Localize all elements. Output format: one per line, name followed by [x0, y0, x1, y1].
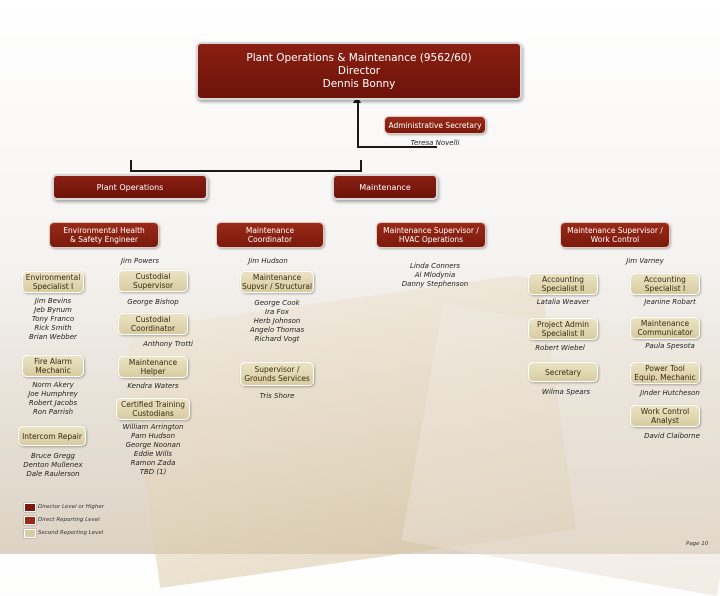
director-dept: Plant Operations & Maintenance (9562/60) [246, 52, 471, 65]
role-line2: Specialist I [645, 284, 686, 293]
role-line2: Analyst [651, 416, 679, 425]
role-line1: Maintenance [641, 319, 689, 328]
grounds-supervisor-box[interactable]: Supervisor / Grounds Services [240, 362, 314, 386]
legend-label: Director Level or Higher [38, 504, 104, 510]
page-number: Page 10 [686, 541, 708, 547]
staff-list: Paula Spesota [630, 342, 710, 351]
work-control-analyst-box[interactable]: Work Control Analyst [630, 405, 700, 427]
accounting-specialist-i-box[interactable]: Accounting Specialist I [630, 273, 700, 295]
staff-list: Robert Wiebel [520, 344, 600, 353]
legend-swatch [24, 503, 36, 512]
role-line2: Custodians [132, 409, 174, 418]
env-health-box[interactable]: Environmental Health & Safety Engineer [49, 222, 159, 248]
plant-operations-label: Plant Operations [97, 183, 164, 192]
hvac-box[interactable]: Maintenance Supervisor / HVAC Operations [376, 222, 486, 248]
role-line2: Grounds Services [244, 374, 310, 383]
director-box[interactable]: Plant Operations & Maintenance (9562/60)… [196, 42, 522, 100]
power-tool-mechanic-box[interactable]: Power Tool Equip. Mechanic [630, 362, 700, 384]
staff-list: David Claiborne [632, 432, 712, 441]
accounting-specialist-ii-box[interactable]: Accounting Specialist II [528, 273, 598, 295]
supervisor-name: Jim Varney [615, 257, 675, 266]
supervisor-name: Jim Powers [110, 257, 170, 266]
work-control-box[interactable]: Maintenance Supervisor / Work Control [560, 222, 670, 248]
role-line2: Specialist II [542, 329, 585, 338]
role-line2: Coordinator [131, 324, 175, 333]
maintenance-helper-box[interactable]: Maintenance Helper [118, 356, 188, 378]
legend-swatch [24, 529, 36, 538]
fire-alarm-mechanic-box[interactable]: Fire Alarm Mechanic [22, 355, 84, 377]
admin-secretary-box[interactable]: Administrative Secretary [384, 116, 486, 134]
legend-label: Direct Reporting Level [38, 517, 100, 523]
role-line2: Equip. Mechanic [634, 373, 695, 382]
admin-secretary-name: Teresa Novelli [384, 139, 486, 148]
maintenance-label: Maintenance [359, 183, 411, 192]
staff-list: Kendra Waters [113, 382, 193, 391]
environmental-specialist-box[interactable]: Environmental Specialist I [22, 271, 84, 293]
maintenance-box[interactable]: Maintenance [332, 174, 438, 200]
intercom-repair-box[interactable]: Intercom Repair [18, 426, 86, 446]
role-line1: Supervisor / [255, 365, 300, 374]
staff-list: Latalia Weaver [523, 298, 603, 307]
env-health-line2: & Safety Engineer [70, 235, 138, 244]
role-line1: Power Tool [645, 364, 685, 373]
connector [130, 170, 360, 172]
staff-list: Jinder Hutcheson [630, 389, 710, 398]
staff-list: Tris Shore [247, 392, 307, 401]
custodial-supervisor-box[interactable]: Custodial Supervisor [118, 270, 188, 292]
role-line2: Supervisor [133, 281, 173, 290]
role-line1: Certified Training [121, 400, 185, 409]
work-control-line2: Work Control [591, 235, 640, 244]
custodial-coordinator-box[interactable]: Custodial Coordinator [118, 313, 188, 335]
role-line1: Maintenance [253, 273, 301, 282]
role-line2: Specialist II [542, 284, 585, 293]
maint-coordinator-line1: Maintenance [246, 226, 294, 235]
hvac-staff: Linda Conners Al Mlodynia Danny Stephens… [390, 262, 480, 289]
role-line1: Maintenance [129, 358, 177, 367]
secretary-box[interactable]: Secretary [528, 362, 598, 382]
role-line2: Specialist I [33, 282, 74, 291]
hvac-line2: HVAC Operations [399, 235, 463, 244]
maint-coordinator-line2: Coordinator [248, 235, 292, 244]
role-line1: Secretary [545, 368, 581, 377]
role-line1: Intercom Repair [22, 432, 82, 441]
staff-list: Anthony Trotti [128, 340, 208, 349]
staff-list: Jeanine Robart [630, 298, 710, 307]
admin-secretary-title: Administrative Secretary [388, 121, 481, 130]
role-line2: Mechanic [35, 366, 71, 375]
plant-operations-box[interactable]: Plant Operations [52, 174, 208, 200]
role-line1: Accounting [542, 275, 584, 284]
maintenance-communicator-box[interactable]: Maintenance Communicator [630, 317, 700, 339]
role-line1: Accounting [644, 275, 686, 284]
director-name: Dennis Bonny [323, 78, 396, 91]
role-line2: Supvsr / Structural [242, 282, 312, 291]
work-control-line1: Maintenance Supervisor / [567, 226, 663, 235]
structural-supervisor-box[interactable]: Maintenance Supvsr / Structural [240, 271, 314, 293]
role-line2: Communicator [637, 328, 692, 337]
staff-list: George Bishop [113, 298, 193, 307]
connector [360, 160, 362, 172]
role-line2: Helper [141, 367, 166, 376]
project-admin-box[interactable]: Project Admin Specialist II [528, 318, 598, 340]
role-line1: Project Admin [537, 320, 589, 329]
director-title: Director [338, 65, 380, 78]
maint-coordinator-box[interactable]: Maintenance Coordinator [216, 222, 324, 248]
role-line1: Work Control [641, 407, 690, 416]
role-line1: Fire Alarm [34, 357, 72, 366]
hvac-line1: Maintenance Supervisor / [383, 226, 479, 235]
certified-custodians-box[interactable]: Certified Training Custodians [116, 398, 190, 420]
supervisor-name: Jim Hudson [238, 257, 298, 266]
connector [130, 160, 132, 170]
env-health-line1: Environmental Health [63, 226, 145, 235]
legend-label: Second Reporting Level [38, 530, 103, 536]
role-line1: Custodial [136, 315, 171, 324]
role-line1: Custodial [136, 272, 171, 281]
staff-list: Wilma Spears [526, 388, 606, 397]
legend-swatch [24, 516, 36, 525]
role-line1: Environmental [26, 273, 81, 282]
